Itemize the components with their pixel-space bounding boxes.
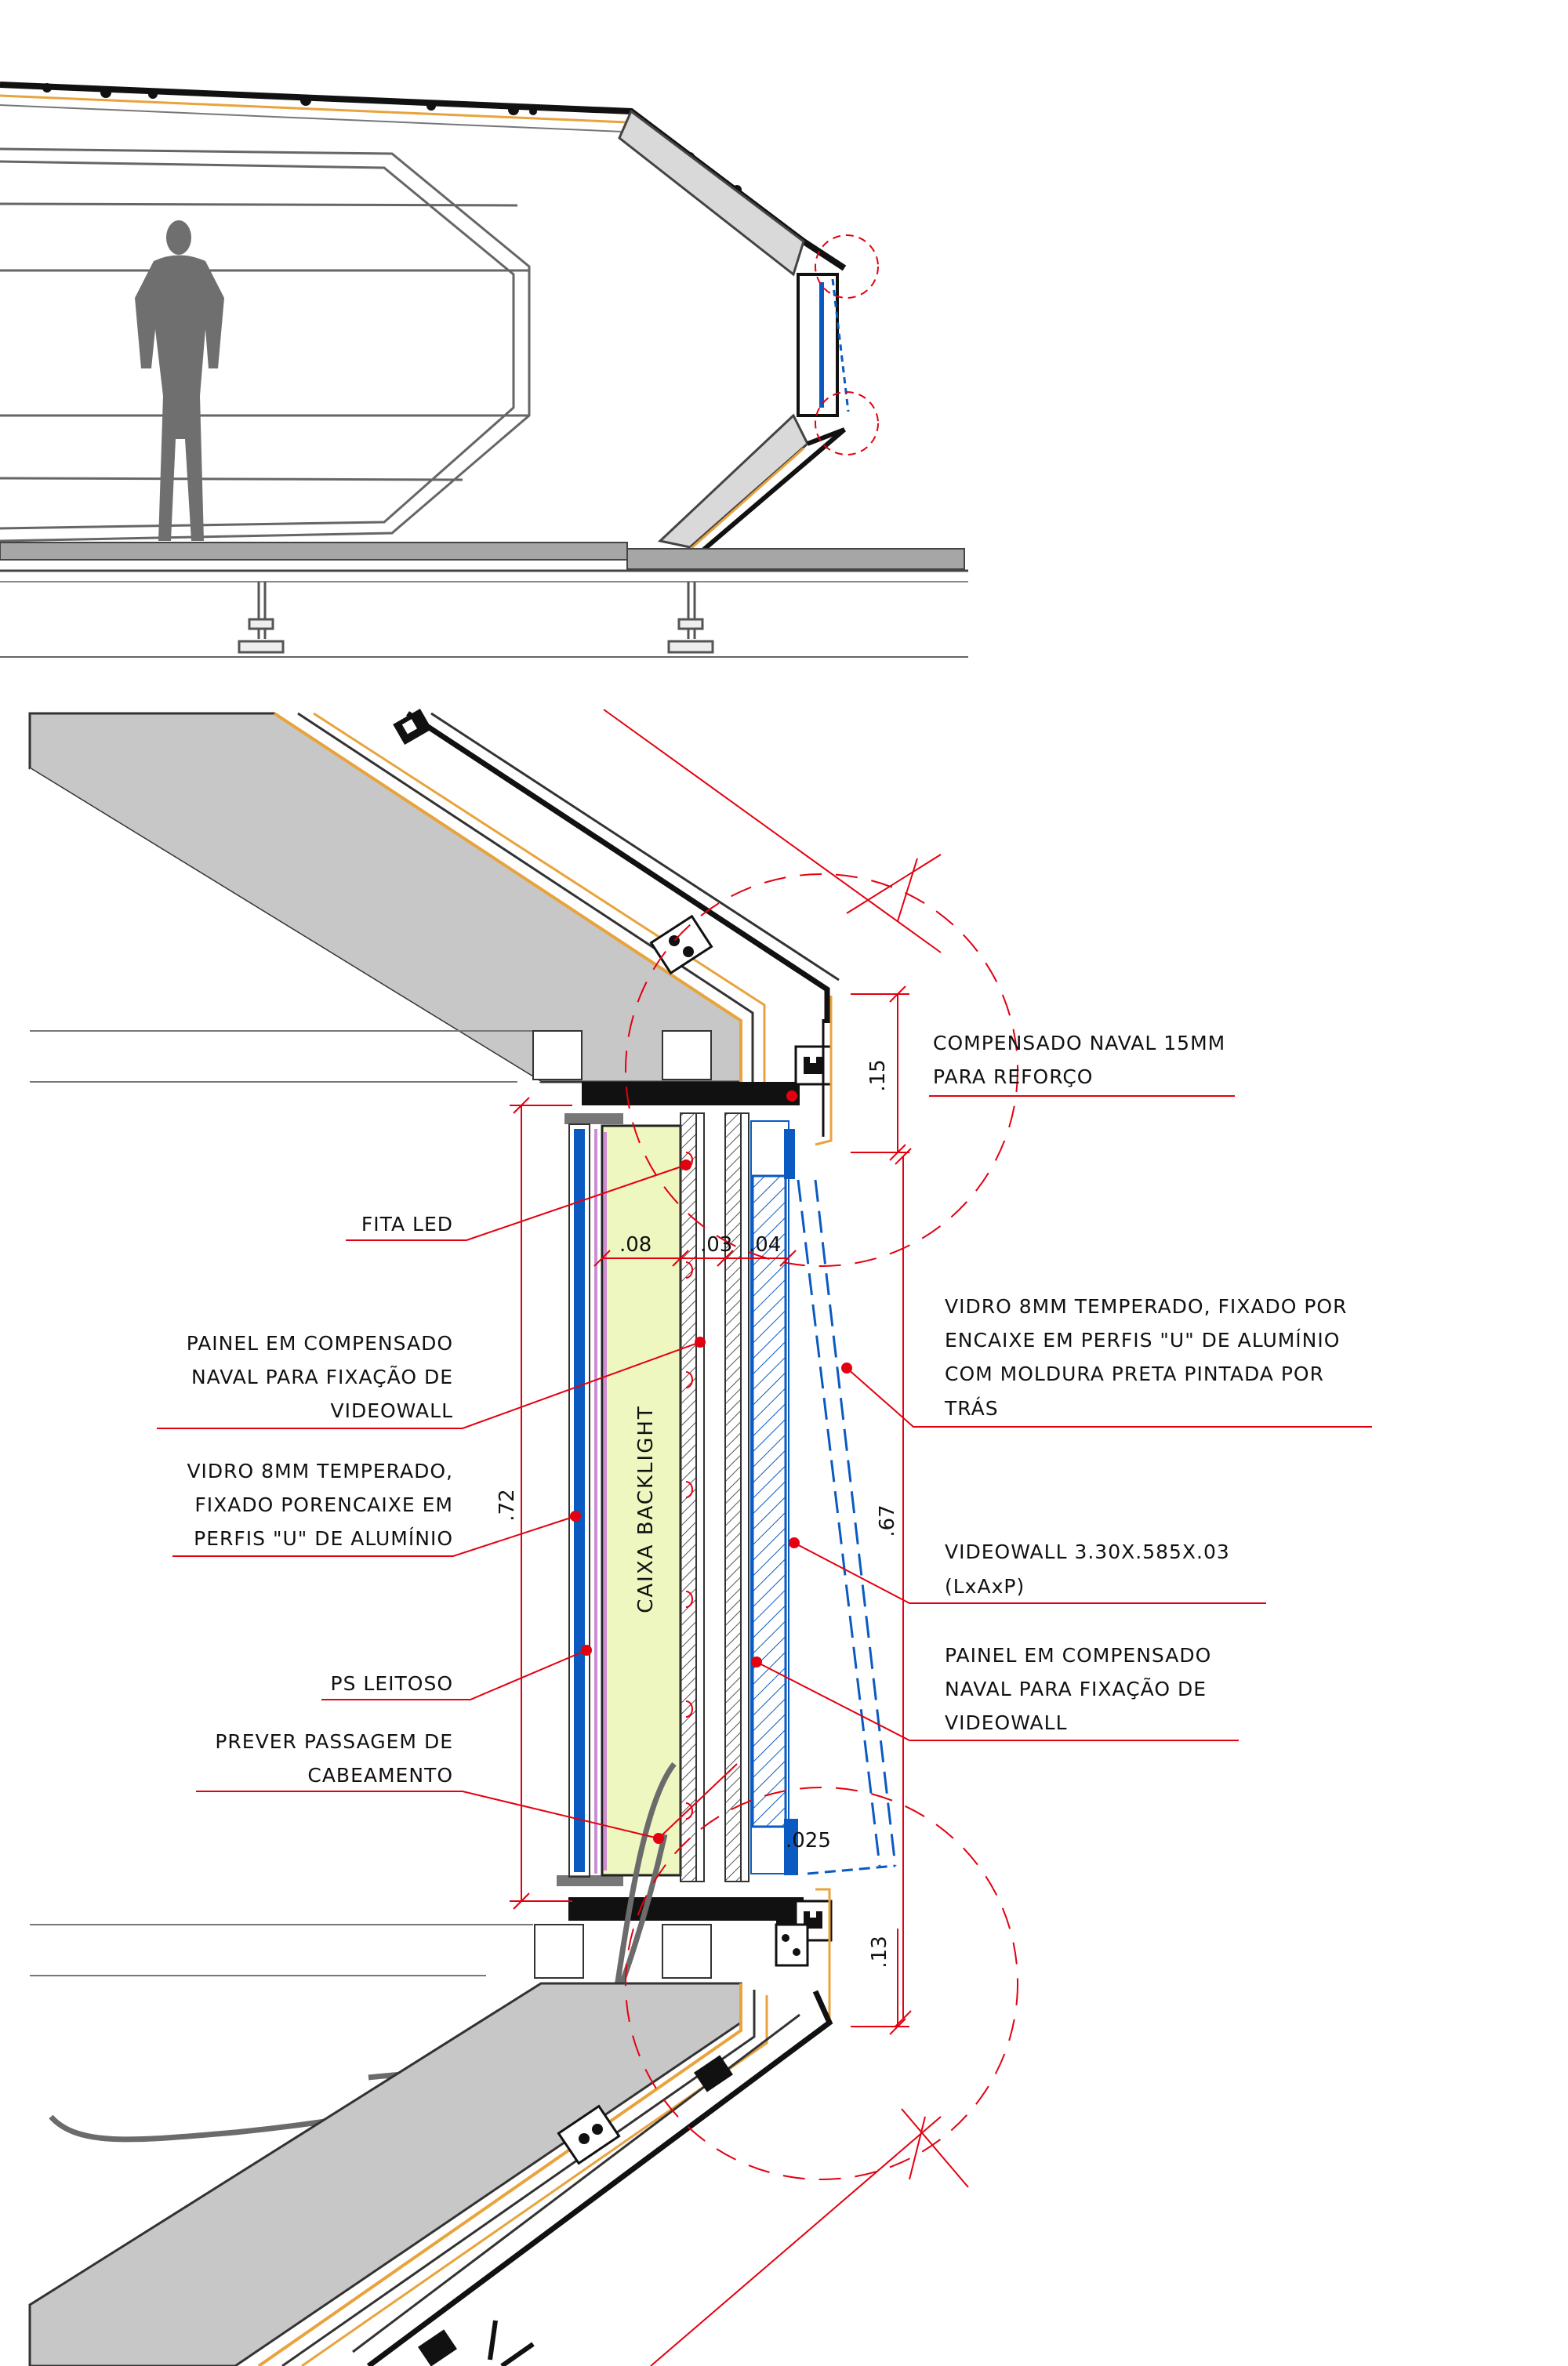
callout-painel-right-line2: NAVAL PARA FIXAÇÃO DE	[945, 1677, 1207, 1700]
callout-videowall-line1: VIDEOWALL 3.30X.585X.03	[945, 1540, 1230, 1563]
overview-detail-circle-bottom	[815, 391, 879, 455]
callout-compensado-reforco-line1: COMPENSADO NAVAL 15MM	[933, 1032, 1225, 1054]
callout-painel-right: PAINEL EM COMPENSADO NAVAL PARA FIXAÇÃO …	[945, 1644, 1211, 1734]
callout-painel-left-line3: VIDEOWALL	[330, 1399, 453, 1422]
plywood-panel-right	[724, 1112, 742, 1882]
dimension-lines	[510, 985, 912, 2035]
detail-circle-bottom	[625, 1787, 1018, 2180]
dim-004: .04	[749, 1233, 781, 1257]
backlight-box	[601, 1124, 682, 1877]
dim-072: .72	[495, 1489, 519, 1521]
detail-floor-fixing-2	[694, 2055, 733, 2092]
callout-painel-right-line3: VIDEOWALL	[945, 1711, 1068, 1734]
dim-067: .67	[876, 1504, 899, 1537]
dim-013: .13	[868, 1936, 891, 1968]
human-silhouette	[135, 220, 224, 541]
dim-0025: .025	[786, 1829, 831, 1853]
detail-circle-top	[625, 873, 1018, 1267]
callout-painel-left: PAINEL EM COMPENSADO NAVAL PARA FIXAÇÃO …	[187, 1332, 453, 1422]
overview-wall-lower	[657, 413, 809, 549]
detail-roof-fixing-1	[393, 709, 432, 745]
callout-fita-led-line1: FITA LED	[361, 1213, 453, 1236]
detail-section: .15 .08 .03 .04 .72 .67 .025 .13 CAIXA B…	[28, 709, 1372, 2366]
dim-003: .03	[700, 1233, 732, 1257]
callout-vidro-left-line1: VIDRO 8MM TEMPERADO,	[187, 1460, 453, 1482]
dim-008: .08	[619, 1233, 652, 1257]
detail-floor-fixing-3	[418, 2329, 457, 2366]
callout-vidro-right-line3: COM MOLDURA PRETA PINTADA POR	[945, 1363, 1324, 1385]
callout-leaders	[157, 1095, 1372, 1839]
overview-window-box	[797, 273, 839, 417]
callout-painel-left-line1: PAINEL EM COMPENSADO	[187, 1332, 453, 1355]
callout-ps-leitoso-line1: PS LEITOSO	[331, 1672, 453, 1695]
overview-detail-circle-top	[815, 234, 879, 299]
glass-right-dashed	[797, 1179, 881, 1867]
callout-vidro-right: VIDRO 8MM TEMPERADO, FIXADO POR ENCAIXE …	[944, 1295, 1347, 1420]
detail-roof-layers	[273, 711, 840, 1091]
callout-compensado-reforco: COMPENSADO NAVAL 15MM PARA REFORÇO	[933, 1032, 1225, 1088]
callout-cabeamento: PREVER PASSAGEM DE CABEAMENTO	[215, 1730, 453, 1787]
callout-videowall: VIDEOWALL 3.30X.585X.03 (LxAxP)	[945, 1540, 1230, 1598]
callout-compensado-reforco-line2: PARA REFORÇO	[933, 1065, 1093, 1088]
overview-interior-frames	[0, 147, 531, 543]
overview-pedestal-right	[667, 582, 714, 654]
videowall-panel	[751, 1174, 787, 1828]
callout-painel-right-line1: PAINEL EM COMPENSADO	[945, 1644, 1211, 1667]
overview-section	[0, 82, 968, 658]
callout-vidro-left-line3: PERFIS "U" DE ALUMÍNIO	[194, 1527, 453, 1550]
glass-left	[574, 1129, 585, 1872]
callout-painel-left-line2: NAVAL PARA FIXAÇÃO DE	[191, 1365, 453, 1388]
callout-vidro-right-line4: TRÁS	[944, 1397, 999, 1420]
callout-videowall-line2: (LxAxP)	[945, 1575, 1025, 1598]
overview-floor-slab	[0, 542, 628, 561]
callout-dots	[570, 1090, 852, 1844]
callout-cabeamento-line2: CABEAMENTO	[307, 1764, 453, 1787]
callout-vidro-right-line1: VIDRO 8MM TEMPERADO, FIXADO POR	[945, 1295, 1347, 1318]
callout-vidro-right-line2: ENCAIXE EM PERFIS "U" DE ALUMÍNIO	[945, 1329, 1340, 1352]
overview-wall-upper	[618, 109, 805, 277]
callout-vidro-left: VIDRO 8MM TEMPERADO, FIXADO PORENCAIXE E…	[187, 1460, 453, 1550]
callout-vidro-left-line2: FIXADO PORENCAIXE EM	[194, 1493, 453, 1516]
bottom-reinforcement-rail	[568, 1897, 804, 1921]
overview-pedestal-left	[238, 582, 285, 654]
detail-floor-fixing-1	[557, 2104, 621, 2165]
top-reinforcement-rail	[582, 1082, 800, 1105]
callout-fita-led: FITA LED	[361, 1213, 453, 1236]
callout-ps-leitoso: PS LEITOSO	[331, 1672, 453, 1695]
caixa-backlight-label: CAIXA BACKLIGHT	[634, 1405, 658, 1613]
callout-cabeamento-line1: PREVER PASSAGEM DE	[215, 1730, 453, 1753]
dim-015: .15	[866, 1059, 890, 1091]
